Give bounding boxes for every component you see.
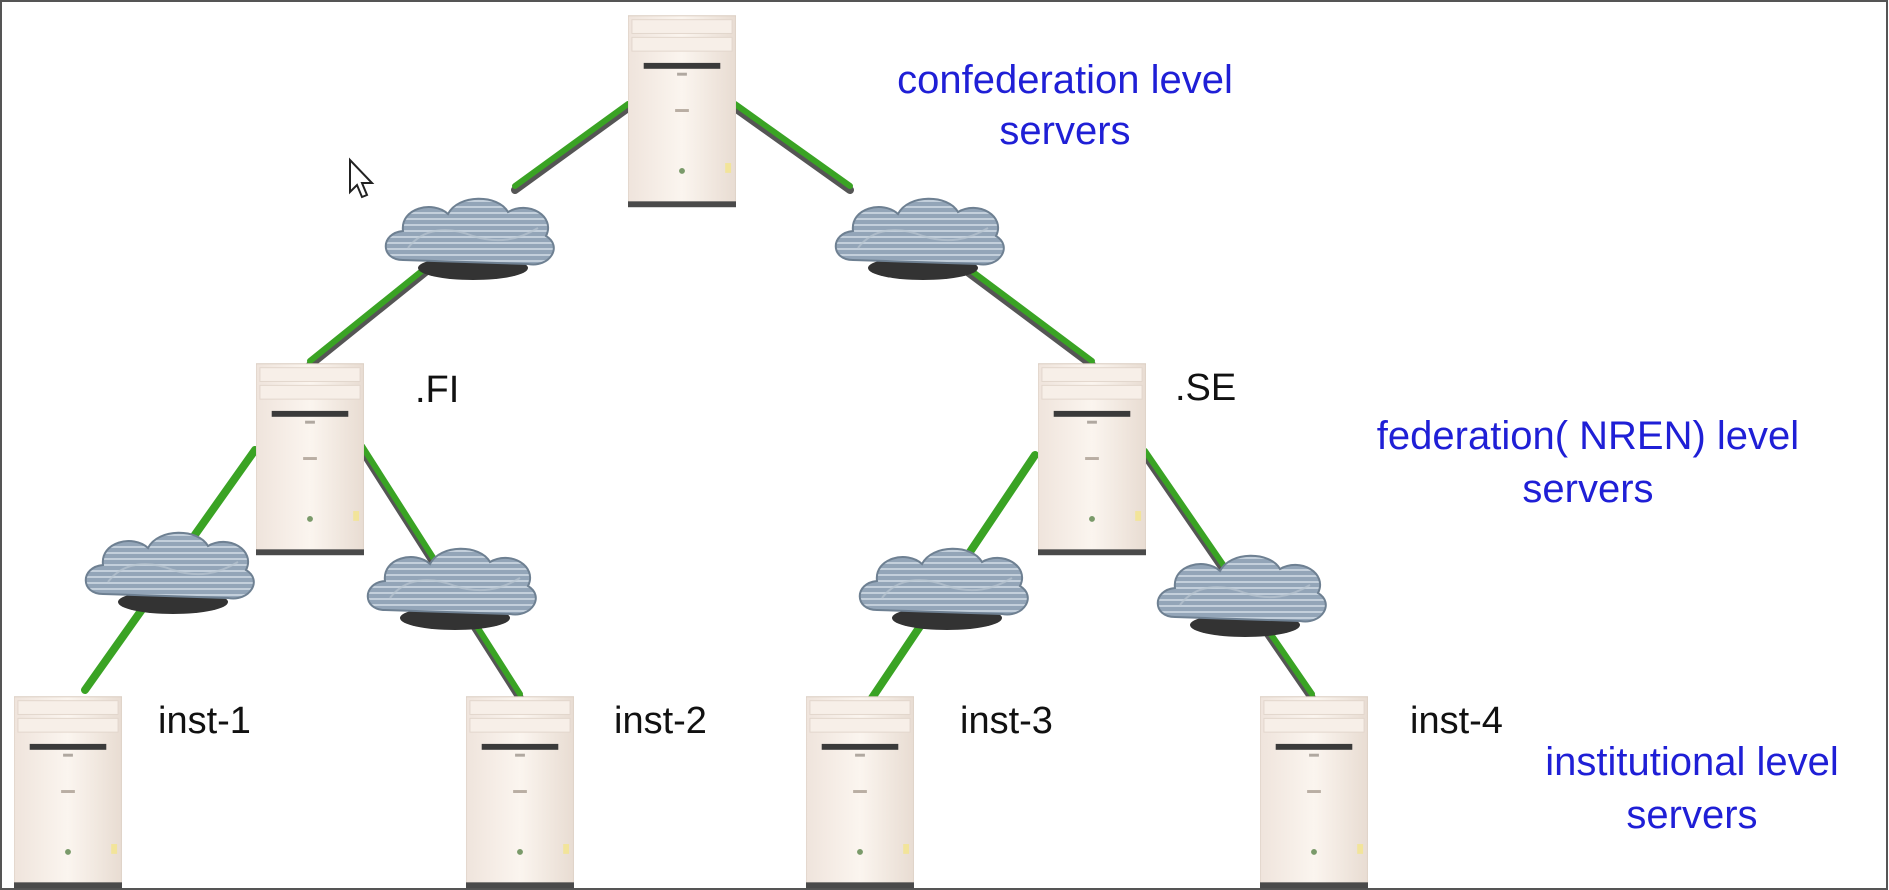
caption-line: confederation level (897, 58, 1233, 102)
federation-caption: federation( NREN) level servers (1377, 414, 1799, 511)
server-icon (466, 696, 574, 889)
server-icon (256, 363, 364, 556)
network-cloud-icon (384, 197, 555, 281)
server-icon (628, 15, 736, 208)
caption-line: servers (1522, 467, 1653, 511)
mouse-cursor-icon (349, 157, 375, 199)
network-cloud-icon (858, 547, 1029, 631)
server-icon (806, 696, 914, 889)
caption-line: servers (1626, 793, 1757, 837)
node-label-fi: .FI (415, 369, 459, 411)
institutional-caption: institutional level servers (1545, 740, 1839, 837)
network-cloud-icon (834, 197, 1005, 281)
caption-line: institutional level (1545, 740, 1839, 784)
network-cloud-icon (84, 531, 255, 615)
caption-line: federation( NREN) level (1377, 414, 1799, 458)
server-icon (1260, 696, 1368, 889)
confederation-caption: confederation level servers (897, 58, 1233, 153)
node-label-inst-3: inst-3 (960, 700, 1053, 742)
caption-line: servers (999, 109, 1130, 153)
network-cloud-icon (366, 547, 537, 631)
node-label-inst-1: inst-1 (158, 700, 251, 742)
server-icon (1038, 363, 1146, 556)
node-label-inst-2: inst-2 (614, 700, 707, 742)
node-label-se: .SE (1175, 367, 1236, 409)
node-label-inst-4: inst-4 (1410, 700, 1503, 742)
server-icon (14, 696, 122, 889)
network-cloud-icon (1156, 554, 1327, 638)
